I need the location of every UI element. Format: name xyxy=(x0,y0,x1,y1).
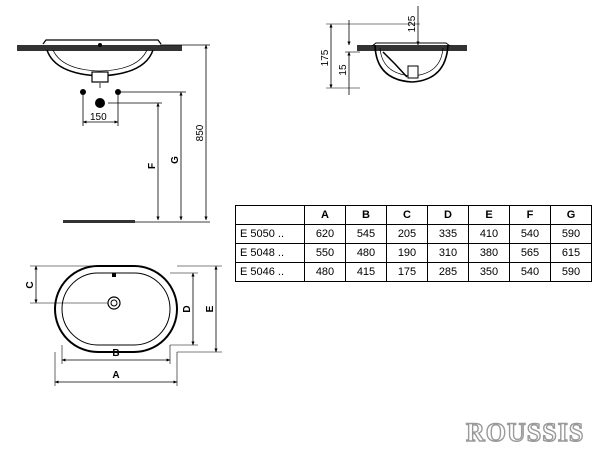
table-cell: 190 xyxy=(386,243,428,263)
column-header-b: B xyxy=(345,205,387,225)
section-view: 175 15 125 xyxy=(320,6,467,95)
table-cell: 480 xyxy=(345,243,387,263)
table-cell: 415 xyxy=(345,262,387,282)
label-C: C xyxy=(25,281,36,288)
column-header-a: A xyxy=(304,205,346,225)
table-cell: 545 xyxy=(345,224,387,244)
dim-150: 150 xyxy=(90,112,107,123)
model-cell: E 5050 .. xyxy=(235,224,305,244)
dimensions-table: A B C D E F G E 5050 .. 620 545 205 335 … xyxy=(235,205,592,282)
label-A: A xyxy=(112,370,119,381)
dim-15: 15 xyxy=(338,64,349,76)
table-row: E 5046 .. 480 415 175 285 350 540 590 xyxy=(235,262,592,282)
plan-view: C D E B A xyxy=(25,265,222,386)
label-D: D xyxy=(182,305,193,312)
table-cell: 410 xyxy=(468,224,510,244)
label-G: G xyxy=(170,156,181,164)
table-cell: 285 xyxy=(427,262,469,282)
label-F: F xyxy=(147,163,158,169)
table-cell: 615 xyxy=(550,243,592,263)
label-B: B xyxy=(112,348,119,359)
table-header-row: A B C D E F G xyxy=(235,205,592,225)
table-cell: 380 xyxy=(468,243,510,263)
table-corner-cell xyxy=(235,205,305,225)
column-header-c: C xyxy=(386,205,428,225)
table-cell: 350 xyxy=(468,262,510,282)
table-cell: 310 xyxy=(427,243,469,263)
table-cell: 480 xyxy=(304,262,346,282)
table-cell: 335 xyxy=(427,224,469,244)
dim-125: 125 xyxy=(407,15,418,32)
table-cell: 590 xyxy=(550,262,592,282)
roussis-logo: ROUSSIS xyxy=(465,417,585,447)
table-cell: 620 xyxy=(304,224,346,244)
side-elevation-view: 150 F G 850 xyxy=(17,39,210,223)
fixing-point-right xyxy=(115,89,121,95)
dim-850: 850 xyxy=(195,124,206,141)
fixing-point-left xyxy=(80,89,86,95)
table-cell: 540 xyxy=(509,224,551,244)
table-cell: 205 xyxy=(386,224,428,244)
table-row: E 5050 .. 620 545 205 335 410 540 590 xyxy=(235,224,592,244)
label-E: E xyxy=(205,305,216,312)
drain-outlet-point xyxy=(95,98,105,108)
table-cell: 590 xyxy=(550,224,592,244)
table-cell: 540 xyxy=(509,262,551,282)
column-header-g: G xyxy=(550,205,592,225)
column-header-e: E xyxy=(468,205,510,225)
model-cell: E 5046 .. xyxy=(235,262,305,282)
column-header-f: F xyxy=(509,205,551,225)
table-row: E 5048 .. 550 480 190 310 380 565 615 xyxy=(235,243,592,263)
model-cell: E 5048 .. xyxy=(235,243,305,263)
table-cell: 565 xyxy=(509,243,551,263)
column-header-d: D xyxy=(427,205,469,225)
table-cell: 175 xyxy=(386,262,428,282)
table-cell: 550 xyxy=(304,243,346,263)
dim-175: 175 xyxy=(320,49,331,66)
